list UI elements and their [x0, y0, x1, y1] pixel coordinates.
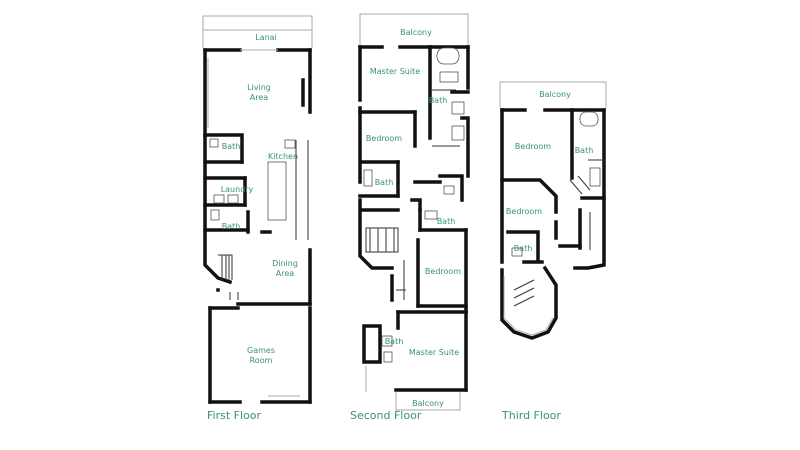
room-label-master-suite: Master Suite [370, 67, 420, 76]
room-label-master-suite: Master Suite [409, 348, 459, 357]
room-label-bath: Bath [429, 96, 448, 105]
room-label-lanai: Lanai [255, 33, 277, 42]
room-label-balcony: Balcony [412, 399, 444, 408]
room-label-bath: Bath [514, 244, 533, 253]
room-label-dining: Dining [272, 259, 298, 268]
room-label-games: Games [247, 346, 275, 355]
room-label-bath: Bath [222, 142, 241, 151]
room-label-bath: Bath [437, 217, 456, 226]
room-label-bath: Bath [575, 146, 594, 155]
second-floor-plan [358, 13, 470, 411]
first-floor-plan [202, 15, 313, 404]
room-label-balcony: Balcony [539, 90, 571, 99]
room-label-living: Living [247, 83, 271, 92]
room-label-living-area: Area [250, 93, 269, 102]
room-label-balcony: Balcony [400, 28, 432, 37]
room-label-bedroom: Bedroom [366, 134, 402, 143]
room-label-bath: Bath [385, 337, 404, 346]
floor-title-third: Third Floor [501, 409, 561, 422]
third-floor-plan [499, 81, 607, 340]
room-label-bedroom: Bedroom [515, 142, 551, 151]
room-label-bath: Bath [222, 222, 241, 231]
room-label-games-room: Room [250, 356, 273, 365]
floor-title-second: Second Floor [350, 409, 422, 422]
room-label-bath: Bath [375, 178, 394, 187]
floor-title-first: First Floor [207, 409, 261, 422]
room-label-bedroom: Bedroom [425, 267, 461, 276]
room-label-bedroom: Bedroom [506, 207, 542, 216]
room-label-kitchen: Kitchen [268, 152, 298, 161]
room-label-dining-area: Area [276, 269, 295, 278]
room-label-laundry: Laundry [221, 185, 254, 194]
